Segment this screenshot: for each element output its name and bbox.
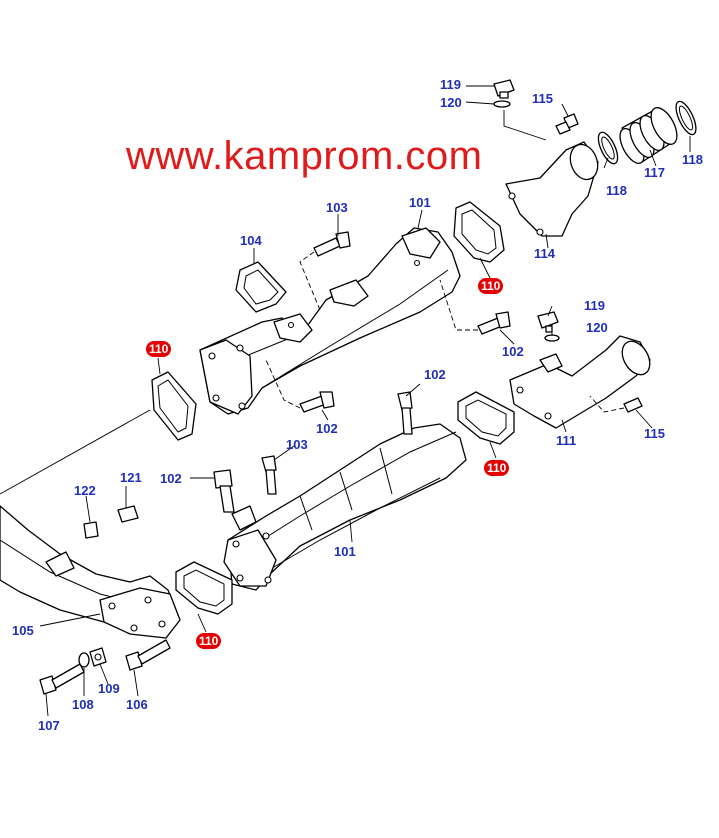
bellows-117 — [619, 107, 678, 164]
gasket-110-left — [0, 371, 197, 495]
bolt-115-top — [555, 113, 579, 135]
callout-118: 118 — [606, 183, 627, 198]
bolt-115-lower — [589, 395, 643, 413]
callout-103: 103 — [326, 200, 348, 215]
outlet-111 — [509, 335, 651, 429]
callout-118: 118 — [682, 152, 703, 167]
bolt-103-lower — [261, 455, 277, 495]
callout-120: 120 — [440, 95, 462, 110]
manifold-105 — [0, 505, 181, 639]
callout-102: 102 — [424, 367, 446, 382]
watermark-text: www.kamprom.com — [126, 134, 483, 178]
elbow-114 — [505, 141, 599, 237]
callout-107: 107 — [38, 718, 60, 733]
nut-122 — [83, 521, 99, 539]
plug-119-top — [493, 79, 547, 141]
callout-102: 102 — [502, 344, 524, 359]
bolt-103-top — [299, 231, 351, 311]
bolt-102-top-left — [265, 359, 335, 413]
gasket-110-top — [453, 201, 505, 263]
upper-exhaust-manifold — [199, 227, 461, 415]
callout-114: 114 — [534, 246, 555, 261]
lower-exhaust-manifold — [223, 423, 467, 591]
ring-118-left — [597, 131, 619, 165]
plug-121 — [117, 505, 139, 523]
callout-117: 117 — [644, 165, 665, 180]
washer-108 — [78, 652, 90, 668]
bolt-102-lower-right — [397, 391, 413, 435]
callout-102: 102 — [160, 471, 182, 486]
bolt-102-lower-left — [213, 469, 235, 513]
gasket-104 — [235, 261, 287, 313]
callout-111: 111 — [556, 433, 577, 448]
bolt-107 — [39, 663, 85, 695]
callout-101: 101 — [334, 544, 356, 559]
callout-110-highlighted: 110 — [478, 278, 504, 294]
callout-109: 109 — [98, 681, 120, 696]
bolt-102-top-right — [439, 279, 511, 335]
callout-110-highlighted: 110 — [146, 341, 172, 357]
callout-108: 108 — [72, 697, 94, 712]
bolt-106 — [125, 639, 171, 671]
gasket-110-lower — [175, 561, 233, 615]
ring-118-right — [675, 100, 697, 136]
callout-120: 120 — [586, 320, 608, 335]
callout-119: 119 — [584, 298, 605, 313]
callout-106: 106 — [126, 697, 148, 712]
callout-101: 101 — [409, 195, 431, 210]
callout-115: 115 — [644, 426, 665, 441]
callout-110-highlighted: 110 — [484, 460, 510, 476]
callout-119: 119 — [440, 77, 461, 92]
callout-115: 115 — [532, 91, 553, 106]
callout-122: 122 — [74, 483, 96, 498]
callout-121: 121 — [120, 470, 142, 485]
leader-lines — [39, 85, 691, 717]
callout-103: 103 — [286, 437, 308, 452]
gasket-110-middle — [457, 391, 515, 445]
plug-119-lower — [537, 311, 560, 342]
callout-105: 105 — [12, 623, 34, 638]
callout-104: 104 — [240, 233, 262, 248]
callout-110-highlighted: 110 — [196, 633, 222, 649]
callout-102: 102 — [316, 421, 338, 436]
nut-109 — [89, 647, 107, 667]
